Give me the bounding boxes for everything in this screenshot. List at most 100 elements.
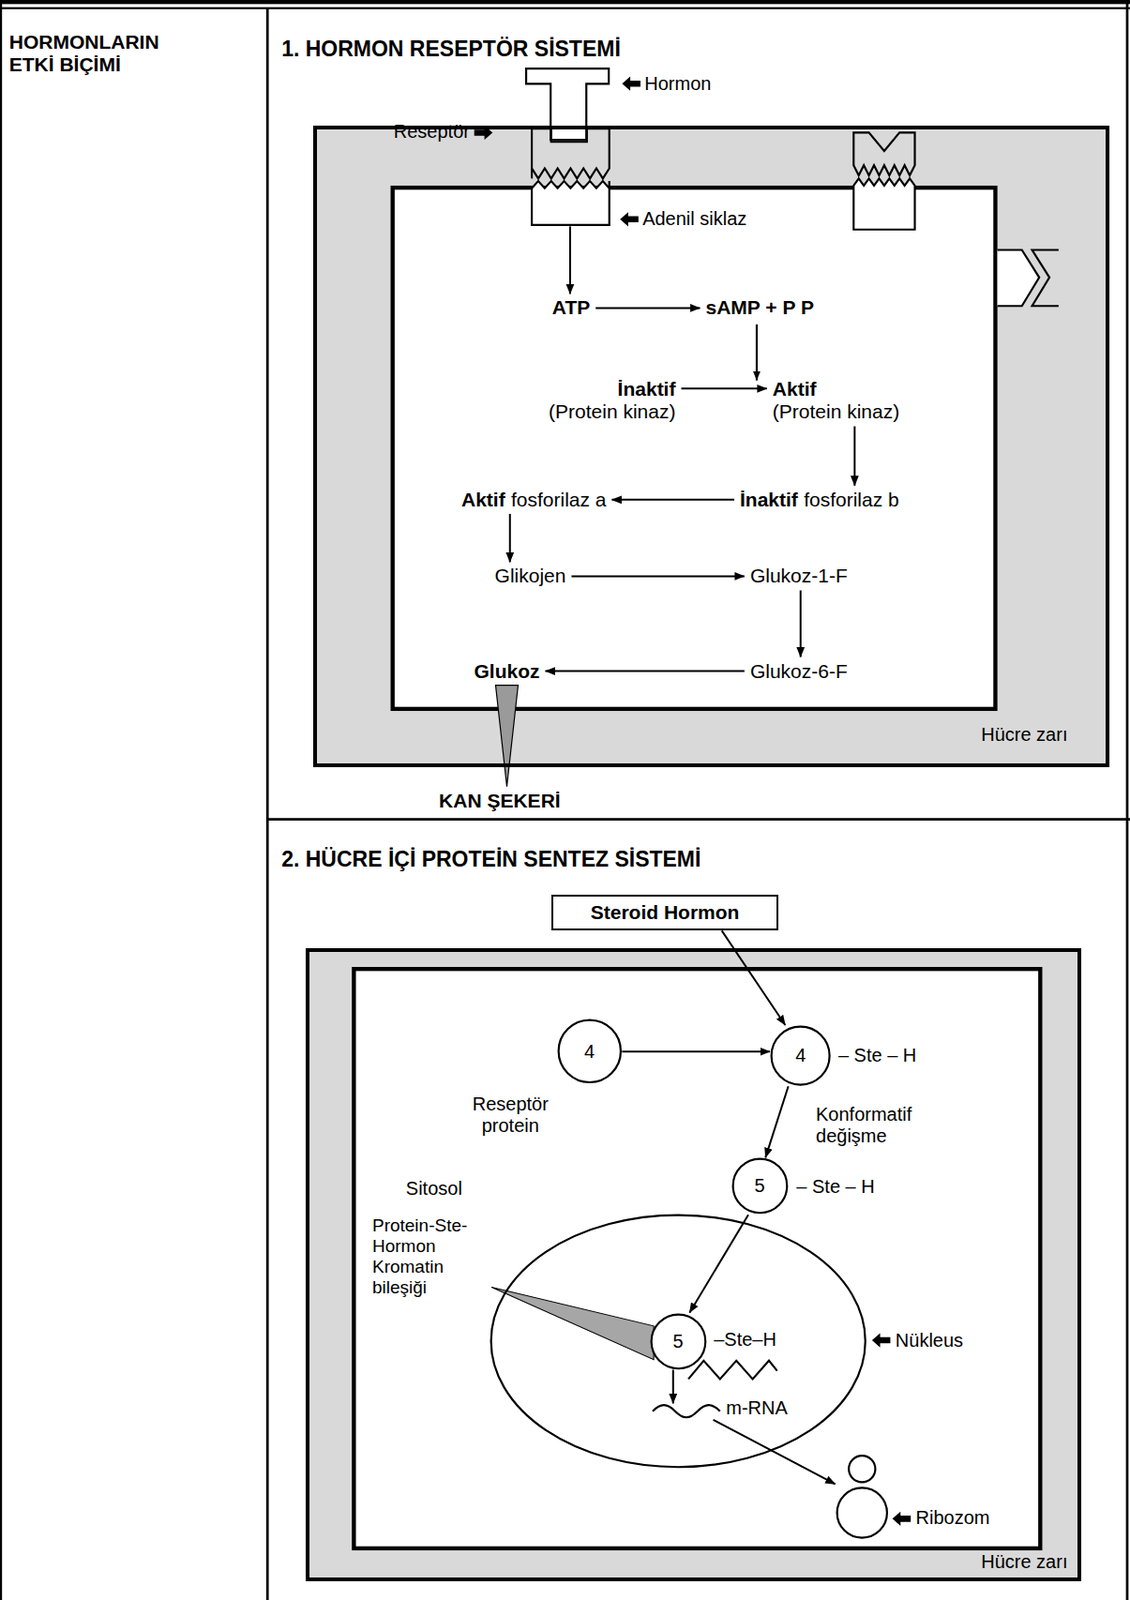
connector-arrow [853, 426, 856, 486]
pointer-arrow [621, 76, 641, 91]
activation-arrow [755, 324, 758, 381]
receptor-symbol [853, 132, 915, 176]
callout-wedge [491, 1286, 654, 1359]
receptor-circle: 4– Ste – H [769, 1024, 831, 1086]
enzyme-symbol [531, 181, 610, 226]
ribosome-subunit [848, 1455, 875, 1482]
table-cell: Steroid Hormon4Reseptör protein4– Ste – … [267, 818, 1130, 1599]
nucleus-outline [491, 1215, 866, 1468]
receptor-circle: 5–Ste–H [649, 1312, 708, 1371]
connector-arrow [765, 1085, 788, 1158]
ribosome-subunit [836, 1487, 887, 1537]
connector-arrow [569, 226, 572, 294]
receptor-symbol [531, 128, 610, 179]
table-rule [267, 817, 1130, 821]
region-label: Sitosol [406, 1177, 463, 1200]
node-text: (Protein kinaz) [548, 400, 676, 423]
table-rule [1126, 0, 1130, 1600]
flow-term: Glukoz-1-F [744, 561, 854, 590]
node-text: (Protein kinaz) [772, 400, 900, 423]
flow-term: Glikojen [489, 561, 573, 590]
connector-arrow [799, 590, 802, 658]
connector-arrow [672, 1370, 675, 1404]
hormone-shape-outline [525, 67, 610, 141]
node-text: Glukoz [473, 660, 540, 683]
connector-arrow [722, 930, 786, 1025]
mrna-strand: m-RNA [652, 1402, 721, 1419]
flow-term: sAMP + P P [700, 293, 820, 322]
node-text: Steroid Hormon [590, 901, 740, 924]
flow-term: İnaktiffosforilaz b [734, 485, 905, 514]
receptor-shape-outline [530, 127, 611, 181]
channel-symbol [1032, 249, 1059, 306]
table-cell: HORMONLARIN ETKİ BİÇİMİ [0, 8, 268, 1600]
node-text: Hücre zarı [980, 723, 1068, 746]
table-rule [266, 8, 270, 1600]
ribosome-shape-outline [835, 1454, 889, 1539]
node-text: Glikojen [495, 564, 567, 588]
flow-term: Glukoz-6-F [744, 657, 854, 686]
receptor-circle: 4Reseptör protein [557, 1018, 623, 1085]
channel-symbol [997, 249, 1040, 306]
wedge-pointer [495, 685, 518, 787]
flow-term: İnaktif(Protein kinaz) [542, 375, 681, 426]
node-text: m-RNA [725, 1397, 788, 1419]
node-text: fosforilaz a [511, 488, 607, 512]
callout-label: Protein-Ste-Hormon Kromatin bileşiği [372, 1215, 487, 1297]
edge-label: Konformatif değişme [815, 1103, 929, 1147]
callout-number: 5 [731, 1157, 789, 1215]
flow-term: Aktiffosforilaz a [455, 485, 613, 514]
connector-arrow [689, 1214, 749, 1312]
node-text: –Ste–H [713, 1328, 777, 1351]
connector-arrow [545, 670, 745, 673]
cell-membrane: ReseptörAdenil siklazATPsAMP + P Pİnakti… [313, 125, 1110, 768]
callout-number: 4 [769, 1024, 831, 1086]
callout-number: 4 [557, 1018, 623, 1085]
mrna-strand-outline [652, 1402, 721, 1419]
table-rule [0, 7, 1130, 10]
node-text: İnaktif [548, 377, 676, 401]
node-text: 2. HÜCRE İÇİ PROTEİN SENTEZ SİSTEMİ [281, 846, 701, 872]
node-text: – Ste – H [838, 1044, 917, 1067]
node-text: fosforilaz b [803, 488, 900, 512]
node-text: Ribozom [916, 1506, 991, 1529]
node-text: Aktif [461, 488, 506, 512]
receptor-circle: 5– Ste – H [731, 1157, 789, 1215]
node-text: KAN ŞEKERİ [438, 789, 561, 813]
enzyme-shape: Adenil siklaz [530, 180, 611, 226]
node-text: ATP [552, 296, 590, 319]
callout-number: 5 [649, 1312, 708, 1371]
pointer-arrow [619, 211, 639, 226]
pointer-arrow [892, 1511, 912, 1526]
cytoplasm-box [353, 968, 1040, 1549]
node-text: – Ste – H [796, 1175, 874, 1198]
membrane-fill [305, 948, 1082, 1581]
table-cell: HormonReseptörAdenil siklazATP sAMP + P P… [267, 8, 1130, 820]
table-rule [0, 0, 2, 1600]
node-text: Reseptör [393, 120, 470, 143]
hormone-shape: Hormon [525, 67, 610, 141]
chromatin-strand [688, 1360, 778, 1380]
node-text: Hücre zarı [980, 1551, 1068, 1573]
connector-arrow [680, 387, 767, 390]
connector-arrow [595, 306, 700, 309]
node-text: Adenil siklaz [642, 208, 747, 230]
flow-term: Glukoz [467, 657, 545, 686]
node-text: İnaktif [739, 488, 799, 512]
node-text: 1. HORMON RESEPTÖR SİSTEMİ [281, 36, 621, 61]
mrna-wave [652, 1405, 721, 1418]
node-text: sAMP + P P [706, 296, 814, 319]
node-text: Glukoz-6-F [750, 660, 848, 683]
node-text: Hormon [644, 73, 711, 95]
connector-arrow [612, 498, 736, 501]
connector-arrow [509, 513, 512, 562]
process-box: Steroid Hormon [551, 894, 780, 931]
flow-term: KAN ŞEKERİ [433, 786, 567, 815]
connector-arrow [621, 1050, 770, 1053]
node-text: HORMONLARIN ETKİ BİÇİMİ [9, 30, 194, 76]
node-text: Aktif [772, 377, 900, 401]
cytoplasm-box [392, 187, 996, 709]
connector-arrow [713, 1419, 836, 1485]
